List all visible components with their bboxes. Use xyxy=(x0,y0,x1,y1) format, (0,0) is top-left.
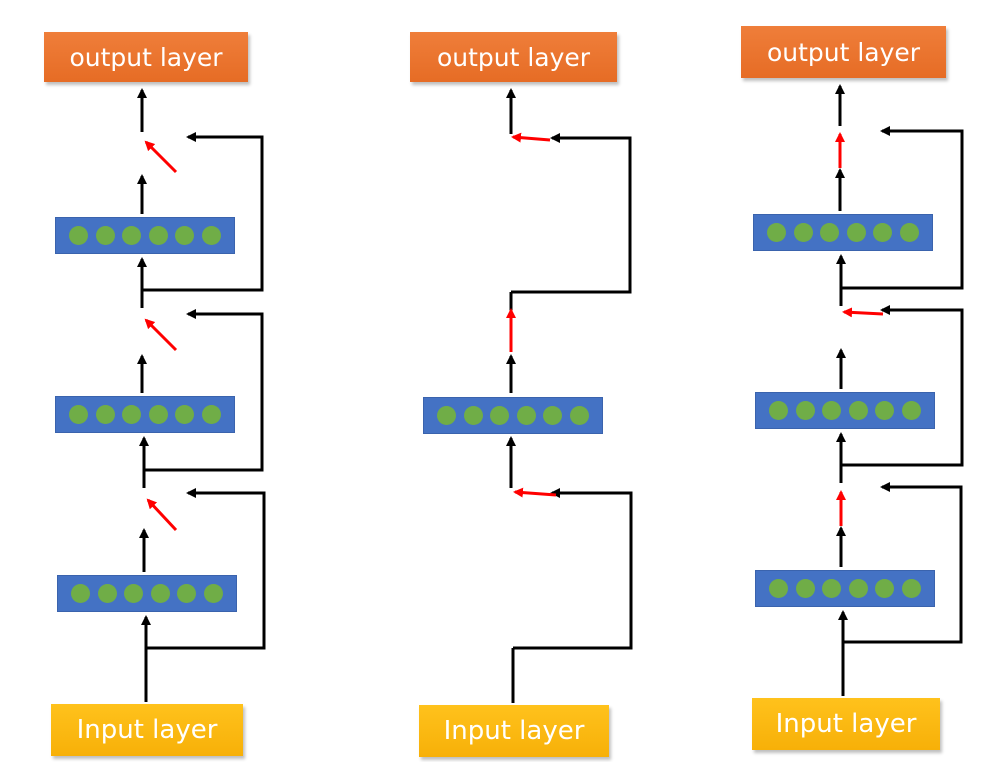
switch-arrow xyxy=(511,132,551,143)
hidden-layer-2-1 xyxy=(423,397,603,434)
neuron xyxy=(543,406,563,425)
neuron xyxy=(201,405,221,424)
switch-arrow xyxy=(144,140,178,174)
hidden-layer-1-2 xyxy=(55,396,235,433)
skip-connection xyxy=(511,133,632,294)
skip-connection xyxy=(513,488,633,650)
neuron xyxy=(95,405,115,424)
diagram-1-switches xyxy=(144,140,178,532)
neuron xyxy=(899,223,919,242)
input-layer-box-1: Input layer xyxy=(51,704,243,756)
neuron xyxy=(820,223,840,242)
neuron xyxy=(490,406,510,425)
skip-connection xyxy=(841,126,964,290)
diagram-1-connections xyxy=(137,88,266,702)
hidden-layer-3-2 xyxy=(753,214,933,251)
neuron xyxy=(793,223,813,242)
switch-arrow xyxy=(146,498,178,532)
neuron xyxy=(97,584,117,603)
neuron xyxy=(822,401,842,420)
hidden-layer-1-1 xyxy=(57,575,237,612)
neuron xyxy=(795,401,815,420)
neuron xyxy=(875,579,895,598)
neuron xyxy=(150,584,170,603)
neuron xyxy=(873,223,893,242)
neuron xyxy=(767,223,787,242)
diagram-2-switches xyxy=(506,132,557,498)
neuron xyxy=(69,226,89,245)
neuron xyxy=(848,401,868,420)
input-layer-box-3: Input layer xyxy=(752,698,940,750)
neuron xyxy=(846,223,866,242)
neuron xyxy=(848,579,868,598)
neuron xyxy=(122,226,142,245)
skip-connection xyxy=(142,132,264,292)
diagram-3-connections xyxy=(835,84,964,696)
switch-arrow xyxy=(513,487,557,498)
neuron xyxy=(901,401,921,420)
input-layer-box-2: Input layer xyxy=(419,705,609,757)
neuron xyxy=(95,226,115,245)
skip-connection xyxy=(146,488,266,650)
neuron xyxy=(901,579,921,598)
neuron xyxy=(569,406,589,425)
neuron xyxy=(875,401,895,420)
hidden-layer-3-1 xyxy=(755,570,935,607)
neuron xyxy=(122,405,142,424)
neuron xyxy=(69,405,89,424)
neuron xyxy=(516,406,536,425)
neuron xyxy=(177,584,197,603)
output-layer-box-1: output layer xyxy=(44,32,248,82)
hidden-layer-1-3 xyxy=(55,217,235,254)
skip-connection xyxy=(144,309,264,472)
neuron xyxy=(203,584,223,603)
neuron xyxy=(148,226,168,245)
neuron xyxy=(148,405,168,424)
neuron xyxy=(71,584,91,603)
diagram-3-switches xyxy=(835,132,884,526)
output-layer-box-3: output layer xyxy=(741,26,946,78)
neuron xyxy=(437,406,457,425)
neuron xyxy=(124,584,144,603)
output-layer-box-2: output layer xyxy=(410,32,617,82)
diagram-2-connections xyxy=(506,88,633,703)
switch-arrow xyxy=(144,318,178,352)
neuron xyxy=(201,226,221,245)
neuron xyxy=(463,406,483,425)
skip-connection xyxy=(843,482,963,644)
switch-arrow xyxy=(842,307,884,318)
skip-connection xyxy=(841,305,964,467)
neuron xyxy=(822,579,842,598)
neuron xyxy=(175,405,195,424)
hidden-layer-3-1b xyxy=(755,392,935,429)
neuron xyxy=(769,401,789,420)
neuron xyxy=(175,226,195,245)
neuron xyxy=(795,579,815,598)
neuron xyxy=(769,579,789,598)
